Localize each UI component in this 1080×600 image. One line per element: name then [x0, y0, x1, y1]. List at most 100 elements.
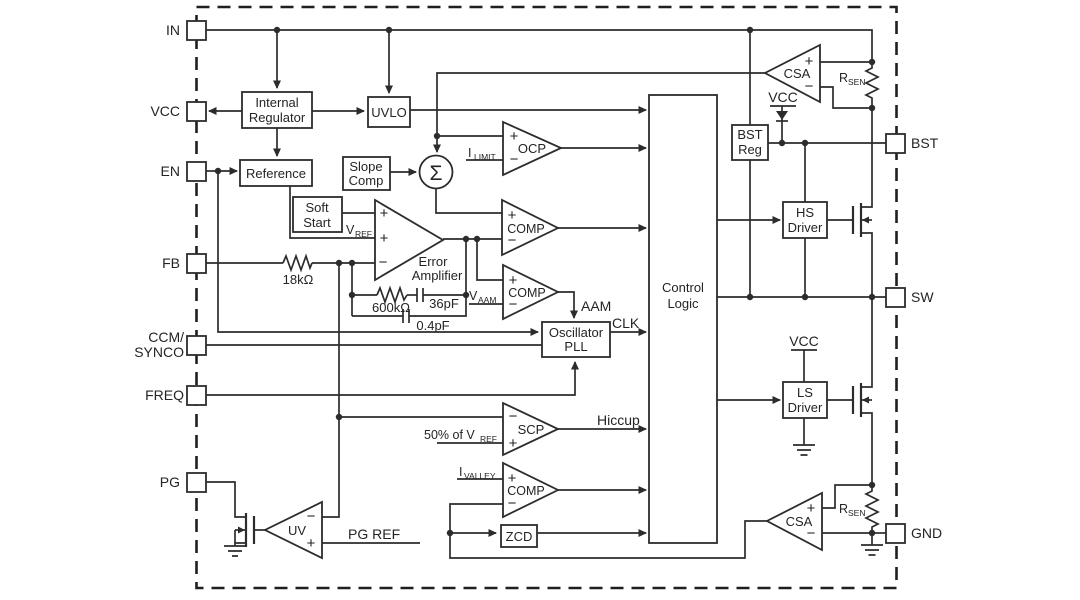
label-vaam-base: V [469, 289, 478, 303]
wire-pg-to-fet [206, 481, 246, 518]
block-bst-reg: BST Reg [731, 124, 769, 161]
wire-hf-c-right [409, 239, 467, 317]
label-ilimit-sub: LIMIT [474, 152, 496, 162]
error-amplifier: + + − Error Amplifier [374, 198, 463, 283]
ea-plus-vref: + [380, 230, 389, 247]
hs-mosfet-icon [851, 203, 869, 237]
comparator-ocp: + − OCP [502, 120, 564, 177]
internal-regulator-label-2: Regulator [249, 110, 306, 125]
block-reference: Reference [239, 159, 313, 187]
pwm-plus: + [508, 207, 517, 224]
wire-hs-source [861, 232, 873, 297]
ocp-label: OCP [518, 141, 546, 156]
comparator-pwm: + − COMP [501, 198, 561, 257]
comparator-aam: + − COMP [502, 263, 561, 321]
soft-start-label-2: Start [303, 215, 331, 230]
pin-pg [186, 472, 207, 493]
zcd-label: ZCD [506, 529, 533, 544]
label-ilimit-base: I [468, 146, 471, 160]
wire-freq-to-oscillator [206, 361, 579, 396]
label-clk: CLK [612, 315, 640, 331]
error-amp-label-2: Amplifier [412, 268, 463, 283]
pin-en [186, 161, 207, 182]
scp-minus: − [509, 408, 518, 425]
ea-minus: − [379, 254, 388, 271]
ls-driver-label-1: LS [797, 385, 813, 400]
pin-label-pg: PG [160, 474, 180, 490]
ground-symbol-pg [224, 545, 246, 557]
label-vcc-ls: VCC [789, 333, 819, 349]
pin-label-en: EN [161, 163, 180, 179]
control-logic-label-1: Control [662, 280, 704, 295]
csa-top-minus: − [805, 78, 814, 95]
resistor-rsen-bottom [864, 485, 880, 533]
ground-symbol-ls [793, 444, 815, 456]
wire-hs-drain [861, 108, 873, 208]
reference-label: Reference [246, 166, 306, 181]
uvlo-label: UVLO [371, 105, 406, 120]
label-rsen-bottom-base: R [839, 502, 848, 516]
summing-node: Σ [418, 154, 454, 190]
wire-aam-to-oscillator [558, 291, 578, 319]
label-rsen-top-base: R [839, 71, 848, 85]
ls-driver-label-2: Driver [788, 400, 823, 415]
csa-top-label: CSA [784, 66, 811, 81]
csa-top: + − CSA [763, 43, 821, 104]
wire-ls-drain [861, 297, 873, 388]
comparator-scp: − + SCP [502, 401, 561, 457]
oscillator-label-2: PLL [564, 339, 587, 354]
block-internal-regulator: Internal Regulator [241, 91, 313, 129]
capacitor-36pf [416, 288, 424, 302]
pin-bst [885, 133, 906, 154]
valley-label: COMP [507, 484, 545, 498]
pin-label-sw: SW [911, 289, 934, 305]
scp-plus: + [509, 435, 518, 452]
pins-right: BST SW GND [885, 133, 942, 544]
label-vref-sub: REF [355, 229, 372, 239]
diode-vcc-bst [776, 111, 788, 122]
pin-label-vcc: VCC [150, 103, 180, 119]
comparator-uv: − + UV [262, 500, 323, 560]
slope-comp-label-1: Slope [349, 159, 382, 174]
label-vcc-bst: VCC [768, 89, 798, 105]
wire-vref-to-error-amp [289, 186, 375, 239]
label-ivalley-base: I [459, 465, 462, 479]
wire-ea-out-to-aam-comp [476, 239, 503, 281]
pin-gnd [885, 523, 906, 544]
uv-plus: + [307, 535, 316, 552]
comparator-valley: + − COMP [502, 461, 561, 519]
hs-driver-label-2: Driver [788, 220, 823, 235]
wire-csa-top-minus [820, 86, 872, 109]
csa-bottom-label: CSA [786, 514, 813, 529]
pin-label-freq: FREQ [145, 387, 184, 403]
pin-in [186, 20, 207, 41]
wire-csa-bottom-plus [822, 484, 872, 509]
label-18k: 18kΩ [283, 272, 314, 287]
soft-start-label-1: Soft [305, 200, 329, 215]
label-rsen-top-sub: SEN [848, 77, 865, 87]
pin-label-gnd: GND [911, 525, 942, 541]
block-uvlo: UVLO [367, 96, 411, 128]
pin-vcc [186, 101, 207, 122]
label-rsen-bottom-sub: SEN [848, 508, 865, 518]
label-0p4pf: 0.4pF [416, 318, 449, 333]
resistor-18k [282, 253, 313, 273]
uv-label: UV [288, 523, 306, 538]
label-600k: 600kΩ [372, 300, 410, 315]
pin-freq [186, 385, 207, 406]
oscillator-label-1: Oscillator [549, 325, 604, 340]
resistor-rsen-top [864, 62, 880, 108]
block-ls-driver: LS Driver [782, 381, 828, 419]
block-zcd: ZCD [500, 524, 538, 548]
csa-bottom: + − CSA [765, 491, 823, 552]
csa-bottom-minus: − [807, 525, 816, 542]
block-hs-driver: HS Driver [782, 201, 828, 239]
wire-en-to-oscillator [217, 171, 539, 336]
label-scp-ref-base: 50% of V [424, 428, 475, 442]
label-scp-ref-sub: REF [480, 434, 497, 444]
internal-regulator-label-1: Internal [255, 95, 298, 110]
wire-fb-sense-vertical [322, 263, 340, 518]
pin-sw [885, 287, 906, 308]
